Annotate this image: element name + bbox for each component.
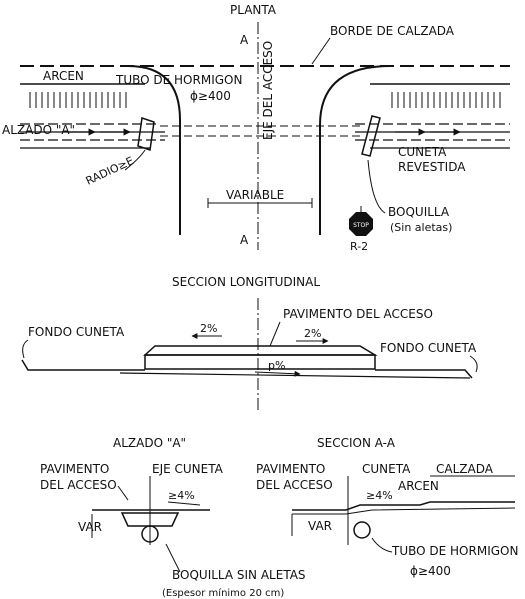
alzado-a-view: ALZADO "A" PAVIMENTO DEL ACCESO EJE CUNE… <box>40 436 306 599</box>
aa-var-label: VAR <box>308 519 332 533</box>
section-mark-top: A <box>240 33 249 47</box>
alzado-pct-label: ≥4% <box>168 489 195 502</box>
alzado-marker-label: ALZADO "A" <box>2 123 75 137</box>
borde-calzada-leader <box>311 37 331 65</box>
eje-acceso-label: EJE DEL ACCESO <box>261 41 275 140</box>
pct-right-label: 2% <box>304 327 321 340</box>
boquilla-left-plan <box>137 117 155 151</box>
tubo-label: TUBO DE HORMIGON <box>115 73 242 87</box>
aa-arcen-label: ARCEN <box>398 479 439 493</box>
boquilla-right-plan <box>361 115 381 157</box>
seccion-aa-view: SECCION A-A PAVIMENTO DEL ACCESO CUNETA … <box>256 436 518 578</box>
stop-code-label: R-2 <box>350 240 368 253</box>
radio-leader <box>124 149 146 171</box>
aa-calzada-label: CALZADA <box>436 462 494 476</box>
pct-left-label: 2% <box>200 322 217 335</box>
seccion-long-title: SECCION LONGITUDINAL <box>172 275 320 289</box>
aa-tubo-diam-label: ϕ≥400 <box>410 564 451 578</box>
alzado-headwall <box>120 512 180 527</box>
eje-cuneta-label: EJE CUNETA <box>152 462 224 476</box>
seccion-aa-title: SECCION A-A <box>317 436 396 450</box>
stop-sign-text: STOP <box>353 222 369 229</box>
revestida-label: REVESTIDA <box>398 160 466 174</box>
fondo-cuneta-right-label: FONDO CUNETA <box>380 341 477 355</box>
alzado-a-title: ALZADO "A" <box>113 436 186 450</box>
seccion-longitudinal-view: SECCION LONGITUDINAL PAVIMENTO DEL ACCES… <box>21 275 478 412</box>
alzado-pavimento-leader <box>117 485 129 501</box>
aa-ground-line <box>292 501 515 511</box>
alzado-slope-line <box>167 501 201 506</box>
alzado-del-acceso-label: DEL ACCESO <box>40 478 117 492</box>
arcen-hatch-right <box>391 92 501 108</box>
aa-pipe-icon <box>353 521 371 539</box>
boquilla-sin-aletas-label: BOQUILLA SIN ALETAS <box>172 568 306 582</box>
pavement-slab <box>143 345 378 356</box>
pavimento-label: PAVIMENTO DEL ACCESO <box>283 307 433 321</box>
alzado-var-label: VAR <box>78 520 102 534</box>
espesor-label: (Espesor mínimo 20 cm) <box>162 587 284 599</box>
boquilla-leader <box>367 159 386 214</box>
borde-calzada-label: BORDE DE CALZADA <box>330 24 455 38</box>
alzado-pipe-icon <box>141 525 159 543</box>
cuneta-label: CUNETA <box>398 145 447 159</box>
fondo-cuneta-line <box>21 359 473 379</box>
access-edge-left <box>127 65 181 235</box>
fondo-right-leader <box>469 355 478 373</box>
p-pct-label: p% <box>268 359 285 372</box>
arcen-label: ARCEN <box>43 69 84 83</box>
fondo-cuneta-left-label: FONDO CUNETA <box>28 325 125 339</box>
alzado-boquilla-leader <box>165 543 181 573</box>
tubo-diam-label: ϕ≥400 <box>190 89 231 103</box>
boquilla-label: BOQUILLA <box>388 205 450 219</box>
alzado-pavimento-label: PAVIMENTO <box>40 462 109 476</box>
p-slope-arrow <box>254 370 301 377</box>
arcen-hatch-left <box>29 92 127 108</box>
aa-pavimento-label: PAVIMENTO <box>256 462 325 476</box>
variable-label: VARIABLE <box>226 188 284 202</box>
radio-label: RADIO≥E <box>84 154 136 187</box>
planta-title: PLANTA <box>230 3 277 17</box>
aa-tubo-label: TUBO DE HORMIGON <box>391 544 518 558</box>
aa-pct-label: ≥4% <box>366 489 393 502</box>
pavimento-leader <box>269 321 281 347</box>
stop-sign-icon: STOP <box>349 206 373 236</box>
aa-tubo-leader <box>371 537 393 553</box>
access-edge-right <box>319 65 391 235</box>
planta-view: PLANTA A A <box>2 3 510 253</box>
aa-cuneta-label: CUNETA <box>362 462 411 476</box>
pavement-body <box>144 354 376 370</box>
fondo-left-leader <box>22 339 29 359</box>
aa-subgrade-line <box>292 507 516 515</box>
section-mark-bottom: A <box>240 233 249 247</box>
aa-del-acceso-label: DEL ACCESO <box>256 478 333 492</box>
sin-aletas-label: (Sin aletas) <box>390 221 452 234</box>
